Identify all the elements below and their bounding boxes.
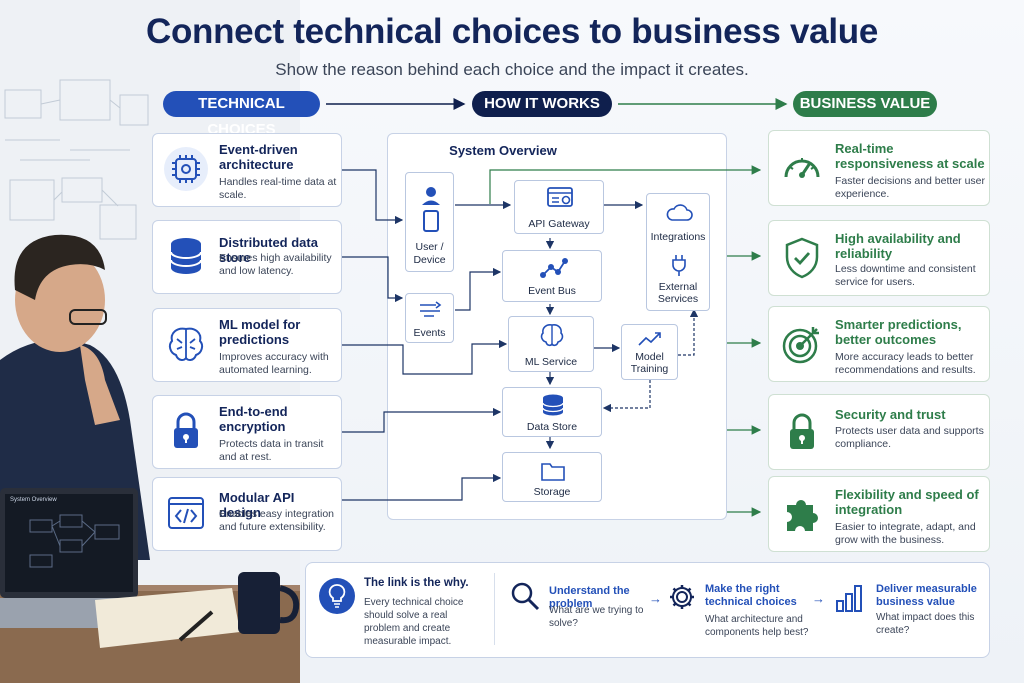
value-card-availability: High availability and reliability Less d… — [768, 220, 990, 296]
storage-label: Storage — [503, 486, 601, 498]
value-desc: Less downtime and consistent service for… — [835, 263, 987, 289]
user-device-icon — [418, 185, 444, 231]
events-icon — [418, 300, 444, 318]
divider — [494, 573, 495, 645]
bottom-heading: The link is the why. — [364, 577, 469, 589]
value-title: Security and trust — [835, 407, 985, 422]
value-card-predictions: Smarter predictions, better outcomes Mor… — [768, 306, 990, 382]
value-title: Flexibility and speed of integration — [835, 487, 985, 517]
value-card-security: Security and trust Protects user data an… — [768, 394, 990, 470]
step-question: What are we trying to solve? — [549, 604, 649, 630]
value-card-realtime: Real-time responsiveness at scale Faster… — [768, 130, 990, 206]
external-services-label: External Services — [647, 281, 709, 305]
lightbulb-icon — [318, 577, 356, 615]
event-bus-node: Event Bus — [502, 250, 602, 302]
value-title: Real-time responsiveness at scale — [835, 141, 985, 171]
integrations-node: Integrations External Services — [646, 193, 710, 311]
value-desc: More accuracy leads to better recommenda… — [835, 351, 987, 377]
puzzle-icon — [779, 491, 825, 537]
step-title: Make the right technical choices — [705, 583, 815, 609]
value-title: High availability and reliability — [835, 231, 985, 261]
model-training-label: Model Training — [622, 351, 677, 375]
value-desc: Faster decisions and better user experie… — [835, 175, 987, 201]
cloud-icon — [665, 202, 693, 222]
step-question: What architecture and components help be… — [705, 613, 815, 639]
brain-icon — [539, 323, 565, 347]
value-title: Smarter predictions, better outcomes — [835, 317, 985, 347]
integrations-label: Integrations — [647, 231, 709, 243]
api-gateway-label: API Gateway — [515, 218, 603, 230]
plug-icon — [671, 254, 687, 276]
user-device-label: User / Device — [406, 241, 453, 267]
data-store-node: Data Store — [502, 387, 602, 437]
search-icon — [510, 581, 540, 611]
value-desc: Protects user data and supports complian… — [835, 425, 987, 451]
event-bus-label: Event Bus — [503, 285, 601, 297]
events-label: Events — [406, 327, 453, 339]
bottom-text: Every technical choice should solve a re… — [364, 596, 484, 648]
lock-icon — [779, 409, 825, 455]
step-question: What impact does this create? — [876, 611, 986, 637]
value-desc: Easier to integrate, adapt, and grow wit… — [835, 521, 987, 547]
value-card-flexibility: Flexibility and speed of integration Eas… — [768, 476, 990, 552]
database-icon — [541, 394, 565, 416]
arrow-right-icon: → — [649, 591, 662, 606]
target-icon — [779, 321, 825, 367]
bar-chart-icon — [834, 583, 864, 613]
gear-icon — [668, 583, 696, 611]
shield-check-icon — [779, 235, 825, 281]
ml-service-node: ML Service — [508, 316, 594, 372]
user-device-node: User / Device — [405, 172, 454, 272]
model-training-node: Model Training — [621, 324, 678, 380]
arrow-right-icon: → — [812, 591, 825, 606]
speedometer-icon — [779, 145, 825, 191]
bottom-summary-panel: The link is the why. Every technical cho… — [305, 562, 990, 658]
storage-node: Storage — [502, 452, 602, 502]
api-gateway-node: API Gateway — [514, 180, 604, 234]
api-gateway-icon — [547, 186, 573, 210]
data-store-label: Data Store — [503, 421, 601, 433]
events-node: Events — [405, 293, 454, 343]
trend-icon — [638, 331, 662, 347]
event-bus-icon — [539, 257, 569, 279]
folder-icon — [541, 461, 565, 481]
step-title: Deliver measurable business value — [876, 583, 986, 609]
ml-service-label: ML Service — [509, 356, 593, 368]
